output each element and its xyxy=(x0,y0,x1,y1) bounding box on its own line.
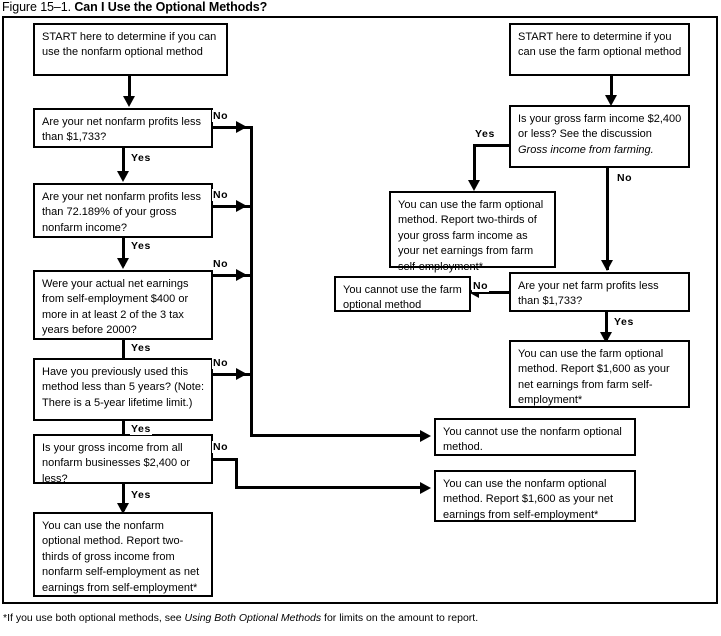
node-farm-q1: Is your gross farm income $2,400 or less… xyxy=(509,105,690,168)
edge-label-yes-q5: Yes xyxy=(130,489,152,501)
figure-footnote: *If you use both optional methods, see U… xyxy=(3,612,703,625)
arrowhead-down xyxy=(468,180,480,191)
edge-label-no-q2: No xyxy=(212,189,230,201)
arrowhead-right xyxy=(236,269,247,281)
farm-q1-italic: Gross income from farming. xyxy=(518,143,654,156)
arrowhead-right xyxy=(420,482,431,494)
footnote-prefix: *If you use both optional methods, see xyxy=(3,612,185,624)
node-nonfarm-result-cannot: You cannot use the nonfarm optional meth… xyxy=(434,418,636,456)
connector-farm-start-to-q1 xyxy=(610,76,613,98)
footnote-italic-title: Using Both Optional Methods xyxy=(184,612,322,624)
arrowhead-down xyxy=(117,503,129,514)
connector-q3-no xyxy=(213,274,253,277)
connector-q5-no-seg3 xyxy=(235,486,426,489)
node-farm-result-1600: You can use the farm optional method. Re… xyxy=(509,340,690,408)
figure-border xyxy=(2,16,718,604)
connector-nonfarm-start-to-q1 xyxy=(128,76,131,99)
arrowhead-right xyxy=(236,368,247,380)
arrowhead-right xyxy=(236,121,247,133)
page-title: Can I Use the Optional Methods? xyxy=(74,0,268,14)
connector-q5-no-seg2 xyxy=(235,458,238,489)
figure-caption: Figure 15–1. Can I Use the Optional Meth… xyxy=(2,0,719,15)
connector-q4-no xyxy=(213,373,253,376)
connector-q3-to-q4 xyxy=(122,340,125,367)
node-farm-q2: Are your net farm profits less than $1,7… xyxy=(509,272,690,312)
arrowhead-left xyxy=(468,286,479,298)
node-farm-start: START here to determine if you can use t… xyxy=(509,23,690,76)
edge-label-yes-q3: Yes xyxy=(130,342,152,354)
edge-label-yes-q1: Yes xyxy=(130,152,152,164)
node-farm-result-cannot: You cannot use the farm optional method xyxy=(334,276,471,312)
connector-q5-no-seg1 xyxy=(213,458,238,461)
arrowhead-down xyxy=(600,332,612,343)
node-nonfarm-q3: Were your actual net earnings from self-… xyxy=(33,270,213,340)
arrowhead-right xyxy=(420,430,431,442)
node-nonfarm-result-1600: You can use the nonfarm optional method.… xyxy=(434,470,636,522)
edge-label-no-q3: No xyxy=(212,258,230,270)
edge-label-no-q1: No xyxy=(212,110,230,122)
node-nonfarm-result-two-thirds: You can use the nonfarm optional method.… xyxy=(33,512,213,597)
connector-nonfarm-no-bus xyxy=(250,126,253,437)
edge-label-no-q5: No xyxy=(212,441,230,453)
connector-q5-to-result xyxy=(122,484,125,511)
connector-farm-q2-to-result xyxy=(605,312,608,340)
edge-label-yes-farm-q2: Yes xyxy=(613,316,635,328)
figure-number: Figure 15–1. xyxy=(2,0,71,14)
arrowhead-right xyxy=(236,200,247,212)
connector-q2-to-q3 xyxy=(122,238,125,266)
farm-q1-text: Is your gross farm income $2,400 or less… xyxy=(518,113,682,141)
edge-label-no-farm-q1: No xyxy=(616,172,634,184)
connector-q2-no xyxy=(213,205,253,208)
arrowhead-down xyxy=(117,171,129,182)
edge-label-yes-q4: Yes xyxy=(130,423,152,435)
footnote-suffix: for limits on the amount to report. xyxy=(321,612,479,624)
node-nonfarm-start: START here to determine if you can use t… xyxy=(33,23,228,76)
arrowhead-down xyxy=(123,96,135,107)
arrowhead-down xyxy=(601,260,613,271)
node-nonfarm-q4: Have you previously used this method les… xyxy=(33,358,213,421)
node-nonfarm-q1: Are your net nonfarm profits less than $… xyxy=(33,108,213,148)
edge-label-no-q4: No xyxy=(212,357,230,369)
connector-farm-q2-no xyxy=(478,291,510,294)
arrowhead-down xyxy=(117,258,129,269)
connector-nonfarm-no-bus-to-cannot xyxy=(250,434,426,437)
connector-q1-to-q2 xyxy=(122,148,125,178)
node-nonfarm-q5: Is your gross income from all nonfarm bu… xyxy=(33,434,213,485)
arrowhead-down xyxy=(605,95,617,106)
connector-q1-no xyxy=(213,126,253,129)
node-farm-result-two-thirds: You can use the farm optional method. Re… xyxy=(389,191,556,273)
connector-farm-q1-yes-seg2 xyxy=(473,144,476,186)
connector-farm-q1-yes-seg1 xyxy=(473,144,511,147)
connector-farm-q1-to-q2 xyxy=(606,168,609,270)
edge-label-yes-q2: Yes xyxy=(130,240,152,252)
node-nonfarm-q2: Are your net nonfarm profits less than 7… xyxy=(33,183,213,238)
edge-label-no-farm-q2: No xyxy=(472,280,490,292)
edge-label-yes-farm-q1: Yes xyxy=(474,128,496,140)
